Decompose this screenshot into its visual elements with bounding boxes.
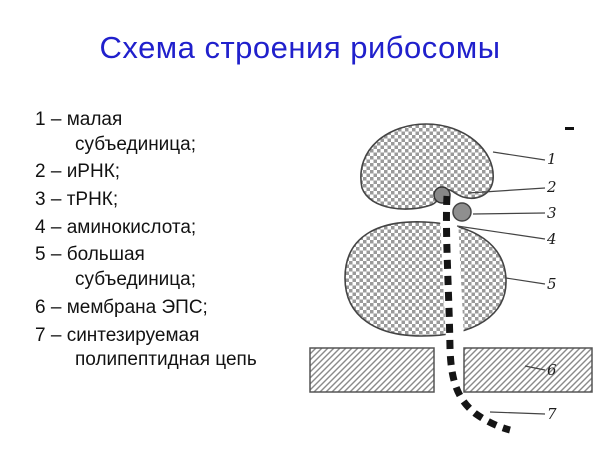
small-subunit-shape (360, 123, 494, 210)
polypeptide-chain (442, 195, 511, 434)
leader-line-3 (472, 212, 546, 215)
diagram-label-2: 2 (547, 178, 557, 196)
legend-item-7: 7 – синтезируемая полипептидная цепь (35, 324, 257, 371)
large-subunit-shape (344, 221, 507, 337)
corner-dash-mark (565, 127, 574, 130)
diagram-label-3: 3 (547, 204, 557, 222)
trna-circle (452, 202, 472, 222)
legend-item-1: 1 – малая субъединица; (35, 109, 197, 155)
ribosome-diagram-svg (309, 123, 593, 434)
leader-line-2 (467, 187, 546, 194)
diagram-label-5: 5 (547, 275, 557, 293)
leader-line-7 (489, 411, 546, 415)
legend-item-2: 2 – иРНК; (35, 161, 121, 183)
membrane-right-segment (463, 347, 593, 393)
leader-line-4 (456, 225, 546, 240)
leader-line-1 (492, 151, 546, 161)
diagram-label-4: 4 (547, 230, 557, 248)
membrane-left-segment (309, 347, 435, 393)
legend-item-5: 5 – большая субъединица; (35, 244, 197, 291)
diagram-label-1: 1 (547, 150, 557, 168)
ribosome-diagram: 1 2 3 4 5 6 7 (300, 100, 600, 450)
leader-line-6 (524, 365, 546, 371)
diagram-label-6: 6 (547, 361, 557, 379)
legend-item-6: 6 – мембрана ЭПС; (35, 296, 208, 318)
legend-item-4: 4 – аминокислота; (35, 216, 197, 238)
page-title: Схема строения рибосомы (99, 30, 501, 65)
diagram-label-7: 7 (547, 405, 557, 423)
legend-list: 1 – малая субъединица; 2 – иРНК; 3 – тРН… (35, 108, 315, 376)
legend-item-3: 3 – тРНК; (35, 189, 119, 211)
leader-line-5 (505, 277, 546, 285)
